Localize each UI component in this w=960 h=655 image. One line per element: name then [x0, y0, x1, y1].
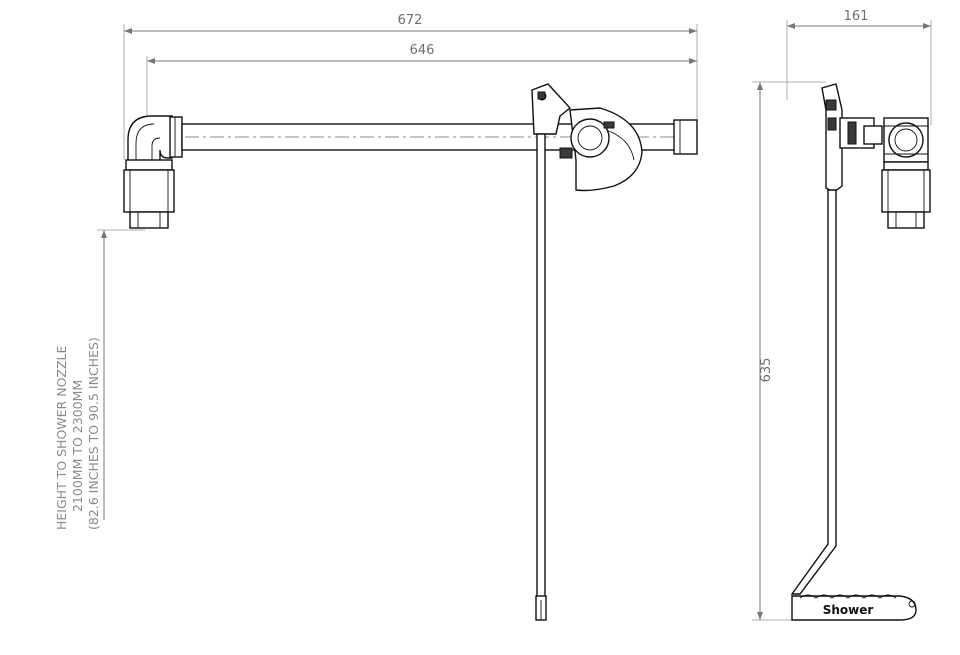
pipe-section [883, 117, 929, 163]
dimension-646: 646 [147, 43, 697, 64]
pedal-brand-label: Shower [823, 603, 874, 617]
elbow-fitting [127, 115, 183, 163]
dimension-161-label: 161 [844, 9, 869, 24]
front-view [123, 83, 698, 621]
dimension-672: 672 [124, 13, 697, 34]
pull-valve [531, 83, 643, 621]
dimension-635: 635 [757, 82, 774, 620]
side-shower-nozzle [881, 161, 931, 229]
shower-nozzle [123, 159, 175, 229]
side-view: Shower [790, 83, 931, 621]
dimension-672-label: 672 [398, 13, 423, 28]
front-dimensions: 672 646 [123, 13, 698, 160]
dimension-646-label: 646 [410, 43, 435, 58]
height-note: HEIGHT TO SHOWER NOZZLE 2100MM TO 2300MM… [54, 229, 145, 530]
height-note-line3: (82.6 INCHES TO 90.5 INCHES) [86, 337, 101, 530]
height-note-line2: 2100MM TO 2300MM [70, 380, 85, 512]
dimension-635-label: 635 [759, 358, 774, 383]
height-note-line1: HEIGHT TO SHOWER NOZZLE [54, 346, 69, 530]
side-dimensions: 161 635 [752, 9, 932, 621]
foot-pedal: Shower [791, 594, 917, 621]
dimension-161: 161 [787, 9, 931, 29]
